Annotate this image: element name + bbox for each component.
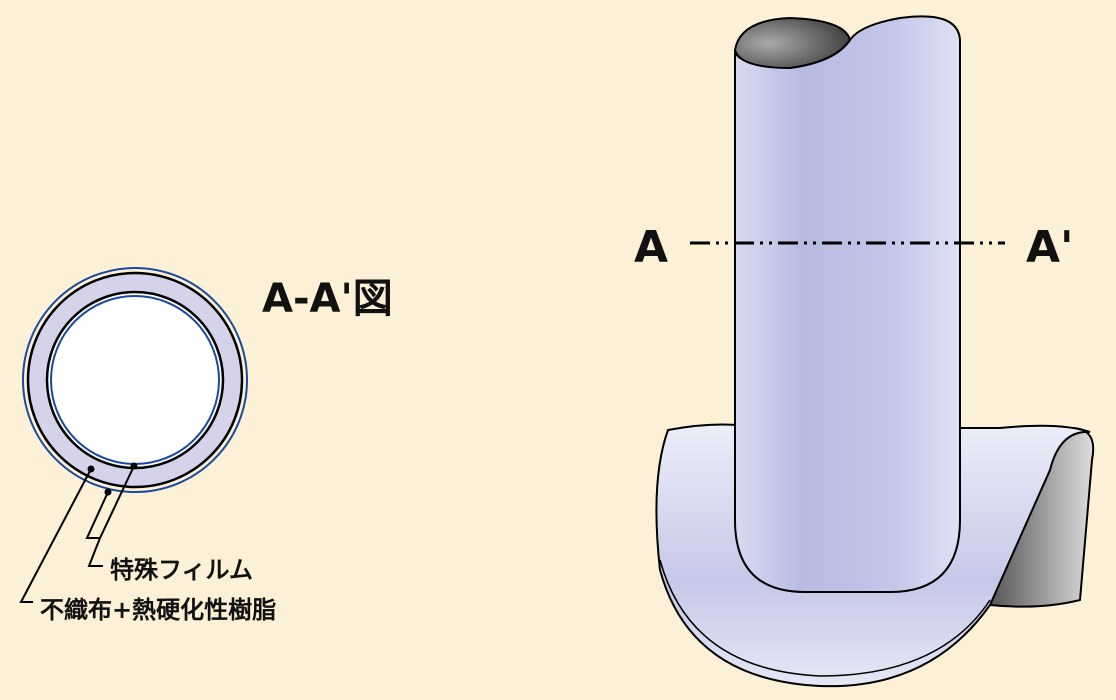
section-title: A-A'図 bbox=[262, 276, 393, 322]
cut-label-a: A bbox=[634, 222, 668, 273]
vertical-pipe bbox=[733, 15, 961, 593]
leader-film-b bbox=[87, 537, 103, 567]
leader-resin bbox=[19, 468, 92, 603]
cut-label-a-prime: A' bbox=[1026, 222, 1074, 273]
cross-section: 特殊フィルム 不織布+熱硬化性樹脂 bbox=[19, 267, 276, 624]
film-label: 特殊フィルム bbox=[110, 556, 253, 584]
leader-film-a bbox=[85, 465, 135, 539]
outer-film-ring bbox=[22, 267, 248, 493]
inner-film-ring bbox=[50, 295, 220, 465]
resin-label: 不織布+熱硬化性樹脂 bbox=[40, 596, 276, 624]
pipe-opening bbox=[733, 16, 852, 70]
